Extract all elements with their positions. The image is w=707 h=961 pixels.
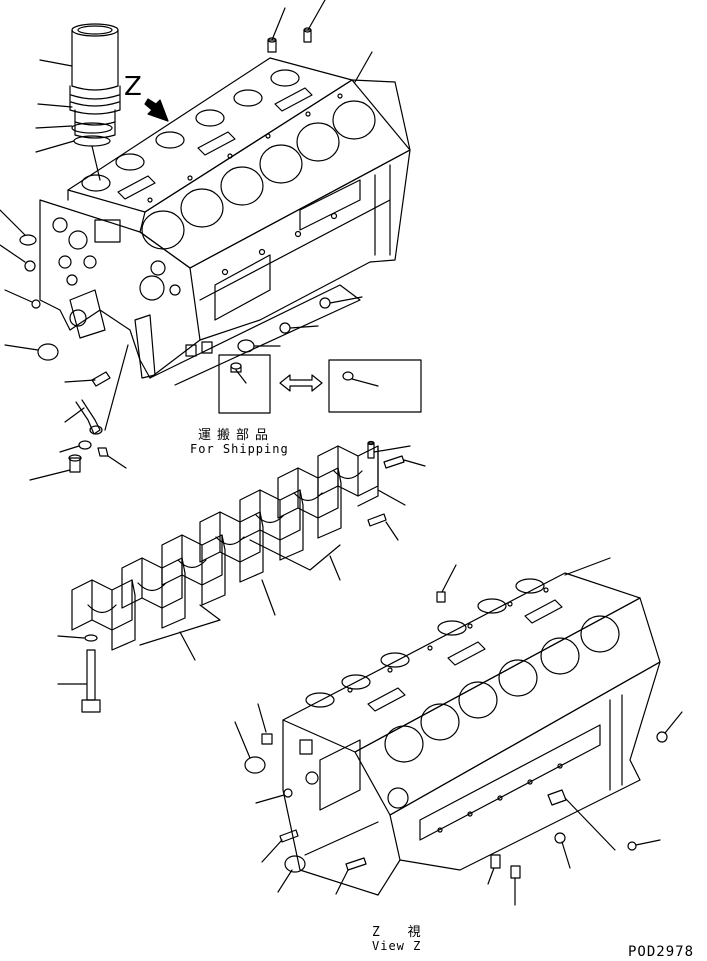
block-plugs-right	[185, 296, 363, 357]
shipping-comparison	[218, 354, 422, 414]
block-plugs-left	[0, 209, 111, 387]
view-z-plugs	[234, 557, 683, 906]
shipping-label-en: For Shipping	[190, 442, 289, 456]
top-dowel-pins	[267, 0, 373, 83]
view-z-label-en: View Z	[372, 939, 422, 953]
view-z-arrow	[144, 98, 169, 122]
cylinder-block-upper	[39, 57, 411, 386]
main-bearing-caps	[71, 445, 379, 651]
view-z-label-jp: Z 視	[372, 925, 431, 940]
cylinder-block-view-z	[282, 572, 661, 896]
bearing-cap-bolts	[57, 440, 426, 713]
figure-code: POD2978	[628, 944, 695, 960]
dipstick-assembly	[29, 344, 129, 481]
shipping-label-jp: 運搬部品	[198, 428, 275, 443]
liner-leader-lines	[35, 59, 75, 153]
view-z-marker: Z	[124, 72, 142, 102]
cylinder-liner	[69, 23, 121, 181]
